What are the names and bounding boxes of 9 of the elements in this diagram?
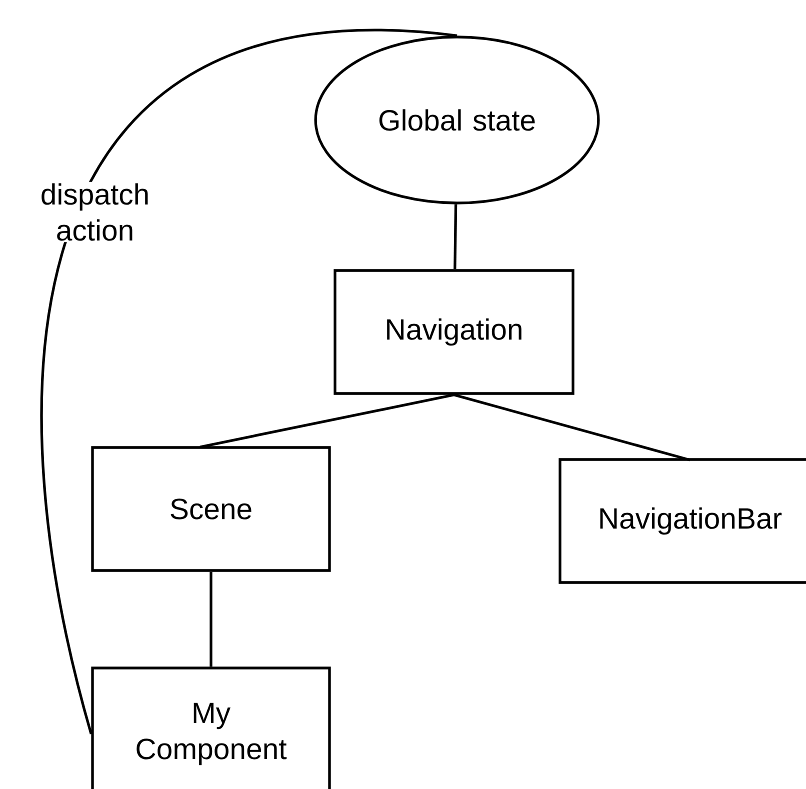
edge-label: dispatch action: [27, 182, 163, 242]
component-box: My Component: [91, 666, 331, 789]
component-box: Scene: [91, 446, 331, 572]
connector-line: [210, 572, 212, 667]
connector-line: [454, 394, 690, 462]
connector-line: [200, 394, 454, 448]
component-box: NavigationBar: [558, 458, 806, 584]
connector-line: [454, 204, 458, 270]
component-box: Navigation: [334, 269, 574, 395]
